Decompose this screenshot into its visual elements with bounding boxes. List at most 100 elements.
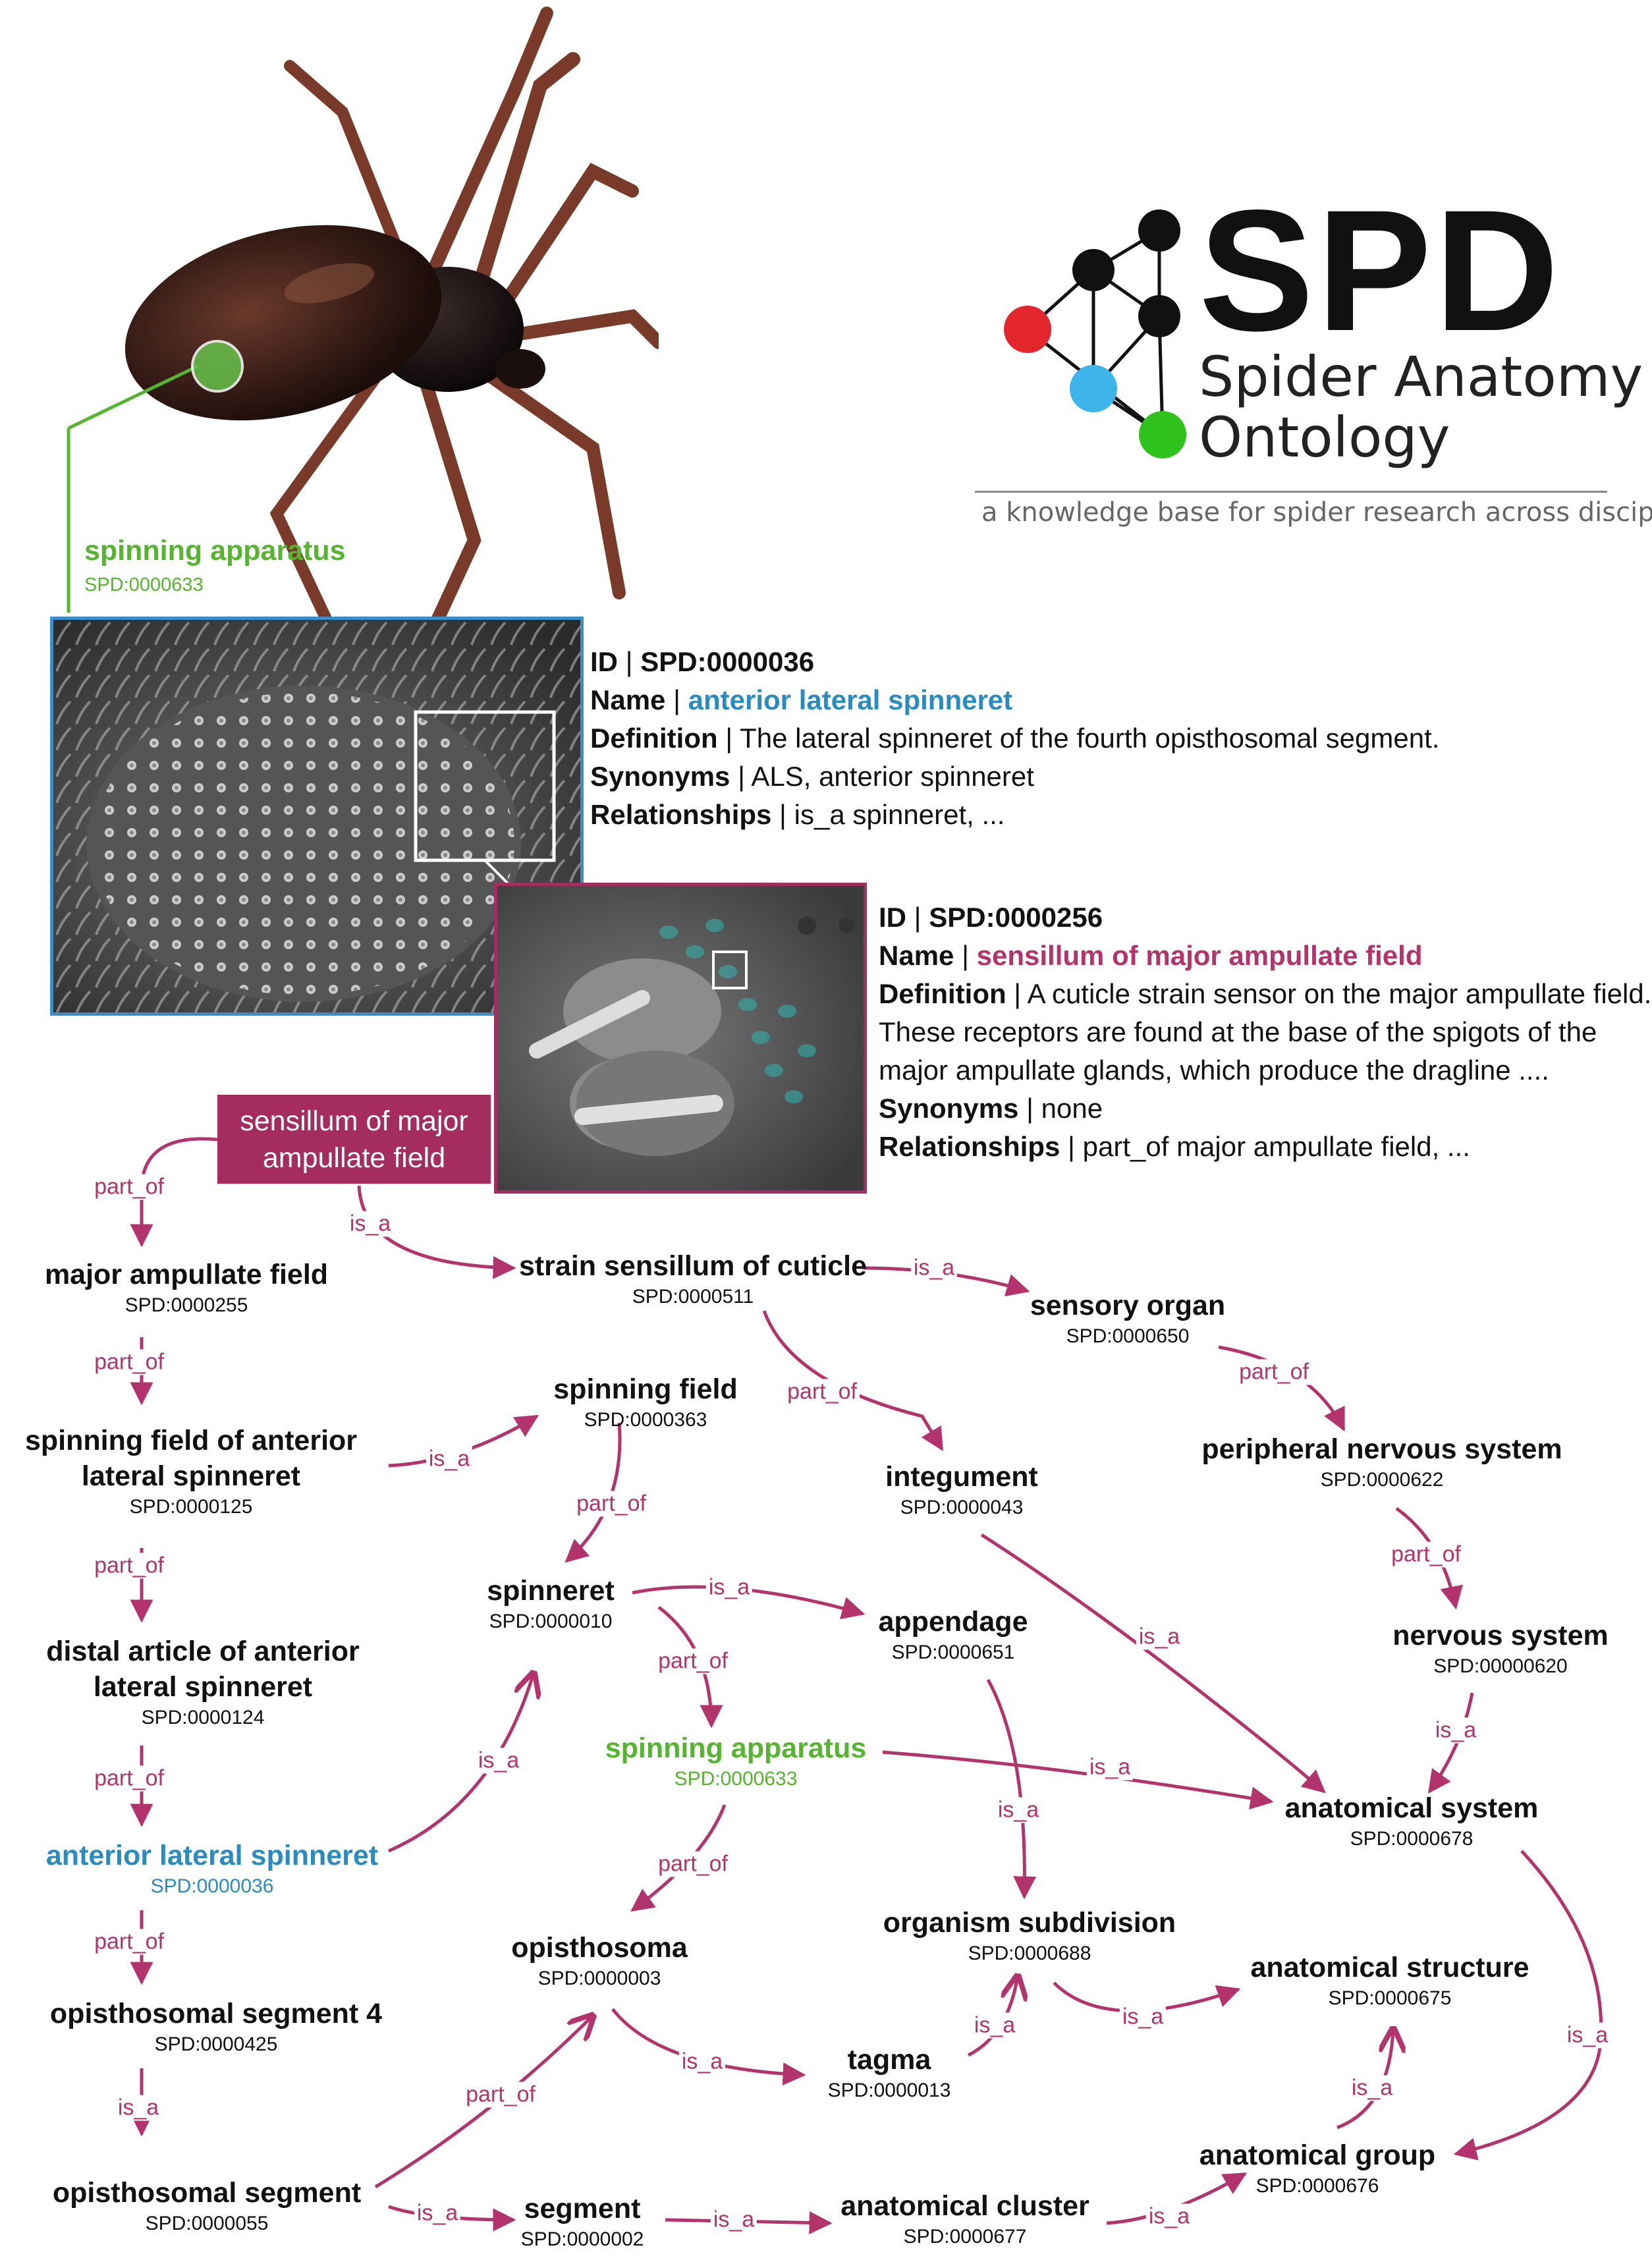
node-tagma[interactable]: tagma SPD:0000013 bbox=[828, 2042, 951, 2104]
edge-sensillum-strain bbox=[357, 1185, 516, 1279]
info2-synonyms-label: Synonyms bbox=[879, 1093, 1019, 1124]
node-name: peripheral nervous system bbox=[1201, 1433, 1562, 1465]
rel-label-is-a: is_a bbox=[995, 1797, 1042, 1823]
node-name: anterior lateral spinneret bbox=[45, 1840, 379, 1871]
rel-label-is-a: is_a bbox=[414, 2200, 461, 2226]
rel-label-is-a: is_a bbox=[1136, 1624, 1183, 1650]
node-id: SPD:0000003 bbox=[537, 1968, 661, 1989]
node-anatomical-cluster[interactable]: anatomical cluster SPD:0000677 bbox=[840, 2188, 1089, 2250]
edge-als-spinneret bbox=[387, 1673, 534, 1853]
node-id: SPD:0000363 bbox=[584, 1409, 707, 1431]
node-id: SPD:0000043 bbox=[900, 1497, 1024, 1518]
node-id: SPD:0000678 bbox=[1350, 1828, 1473, 1850]
node-name-line2: lateral spinneret bbox=[93, 1671, 313, 1703]
node-spinning-field[interactable]: spinning field SPD:0000363 bbox=[553, 1371, 737, 1433]
rel-label-part-of: part_of bbox=[785, 1379, 860, 1405]
info1-definition-value: The lateral spinneret of the fourth opis… bbox=[740, 723, 1440, 754]
node-id: SPD:0000676 bbox=[1255, 2175, 1379, 2197]
node-name: tagma bbox=[847, 2044, 931, 2076]
node-spinneret[interactable]: spinneret SPD:0000010 bbox=[487, 1573, 615, 1635]
logo-tagline: a knowledge base for spider research acr… bbox=[981, 497, 1652, 528]
logo-title: SPD bbox=[1199, 174, 1562, 367]
edge-strain-integument bbox=[762, 1310, 944, 1452]
node-name: nervous system bbox=[1392, 1620, 1609, 1651]
node-distal-article-als[interactable]: distal article of anterior lateral spinn… bbox=[46, 1634, 360, 1731]
info1-id-value: SPD:0000036 bbox=[640, 646, 815, 677]
node-id: SPD:0000002 bbox=[520, 2228, 644, 2250]
logo-divider bbox=[975, 491, 1607, 493]
node-name: anatomical system bbox=[1284, 1792, 1539, 1824]
node-anterior-lateral-spinneret[interactable]: anterior lateral spinneret SPD:0000036 bbox=[46, 1838, 378, 1900]
node-id: SPD:00000620 bbox=[1433, 1655, 1568, 1677]
node-id: SPD:0000677 bbox=[903, 2226, 1027, 2248]
info2-synonyms-value: none bbox=[1041, 1093, 1103, 1124]
node-name: anatomical structure bbox=[1250, 1952, 1529, 1983]
rel-label-is-a: is_a bbox=[1119, 2004, 1167, 2030]
node-id: SPD:0000013 bbox=[827, 2080, 951, 2101]
rel-label-is-a: is_a bbox=[115, 2095, 162, 2121]
node-anatomical-system[interactable]: anatomical system SPD:0000678 bbox=[1285, 1790, 1539, 1852]
info2-definition-line2: These receptors are found at the base of… bbox=[879, 1016, 1597, 1047]
node-opisthosomal-segment[interactable]: opisthosomal segment SPD:0000055 bbox=[53, 2175, 361, 2237]
node-id: SPD:0000633 bbox=[674, 1768, 798, 1790]
callout-connector bbox=[67, 340, 244, 613]
info2-definition-label: Definition bbox=[879, 978, 1006, 1009]
node-id: SPD:0000036 bbox=[150, 1875, 274, 1897]
rel-label-part-of: part_of bbox=[463, 2082, 538, 2108]
info1-relationships-label: Relationships bbox=[590, 799, 772, 830]
rel-label-part-of: part_of bbox=[92, 1174, 167, 1200]
node-major-ampullate-field[interactable]: major ampullate field SPD:0000255 bbox=[45, 1257, 328, 1319]
rel-label-is-a: is_a bbox=[705, 1574, 753, 1601]
node-name: strain sensillum of cuticle bbox=[518, 1250, 867, 1282]
rel-label-is-a: is_a bbox=[678, 2049, 726, 2075]
node-anatomical-structure[interactable]: anatomical structure SPD:0000675 bbox=[1251, 1950, 1529, 2012]
sem-image-sensillum bbox=[494, 883, 867, 1194]
node-name: organism subdivision bbox=[883, 1907, 1176, 1939]
node-anatomical-group[interactable]: anatomical group SPD:0000676 bbox=[1199, 2138, 1435, 2199]
node-peripheral-nervous-system[interactable]: peripheral nervous system SPD:0000622 bbox=[1201, 1431, 1562, 1493]
node-integument[interactable]: integument SPD:0000043 bbox=[885, 1459, 1038, 1521]
rel-label-is-a: is_a bbox=[971, 2012, 1018, 2039]
node-sensory-organ[interactable]: sensory organ SPD:0000650 bbox=[1030, 1288, 1225, 1350]
logo-subtitle-line2: Ontology bbox=[1199, 405, 1450, 470]
rel-label-is-a: is_a bbox=[1086, 1754, 1134, 1780]
rel-label-part-of: part_of bbox=[92, 1765, 167, 1792]
info1-id-label: ID bbox=[590, 646, 618, 677]
node-spinning-field-als[interactable]: spinning field of anterior lateral spinn… bbox=[25, 1423, 357, 1520]
node-nervous-system[interactable]: nervous system SPD:00000620 bbox=[1392, 1618, 1608, 1680]
node-name: major ampullate field bbox=[44, 1259, 329, 1290]
info2-id-value: SPD:0000256 bbox=[929, 902, 1103, 933]
info-box-als: ID | SPD:0000036 Name | anterior lateral… bbox=[590, 646, 1440, 830]
node-opisthosomal-segment-4[interactable]: opisthosomal segment 4 SPD:0000425 bbox=[50, 1996, 382, 2058]
node-id: SPD:0000055 bbox=[145, 2213, 269, 2234]
edge-os-opisthosoma bbox=[374, 2016, 593, 2189]
rel-label-part-of: part_of bbox=[1236, 1359, 1311, 1385]
info1-synonyms-value: ALS, anterior spinneret bbox=[751, 761, 1034, 792]
edge-nervous-anatomical-system bbox=[1427, 1692, 1474, 1794]
node-opisthosoma[interactable]: opisthosoma SPD:0000003 bbox=[511, 1930, 688, 1992]
node-strain-sensillum[interactable]: strain sensillum of cuticle SPD:0000511 bbox=[519, 1248, 867, 1310]
rel-label-part-of: part_of bbox=[655, 1648, 730, 1674]
info-box-sensillum: ID | SPD:0000256 Name | sensillum of maj… bbox=[879, 902, 1652, 1162]
info2-name-label: Name bbox=[879, 940, 954, 971]
rel-label-is-a: is_a bbox=[475, 1748, 522, 1774]
node-id: SPD:0000651 bbox=[891, 1641, 1015, 1663]
rel-label-is-a: is_a bbox=[1348, 2075, 1396, 2101]
rel-label-is-a: is_a bbox=[910, 1255, 958, 1281]
node-name: spinneret bbox=[487, 1575, 615, 1607]
callout-label: spinning apparatus bbox=[84, 535, 346, 566]
rel-label-is-a: is_a bbox=[1432, 1717, 1479, 1744]
node-appendage[interactable]: appendage SPD:0000651 bbox=[879, 1604, 1028, 1666]
node-spinning-apparatus[interactable]: spinning apparatus SPD:0000633 bbox=[605, 1730, 867, 1792]
info1-definition-label: Definition bbox=[590, 723, 718, 754]
node-id: SPD:0000255 bbox=[124, 1294, 248, 1316]
node-organism-subdivision[interactable]: organism subdivision SPD:0000688 bbox=[883, 1905, 1176, 1967]
info2-definition-line1: A cuticle strain sensor on the major amp… bbox=[1027, 978, 1652, 1009]
rel-label-is-a: is_a bbox=[426, 1446, 473, 1472]
info1-name-label: Name bbox=[590, 684, 666, 715]
node-name: opisthosoma bbox=[511, 1932, 688, 1964]
info1-synonyms-label: Synonyms bbox=[590, 761, 730, 792]
node-segment[interactable]: segment SPD:0000002 bbox=[521, 2191, 644, 2253]
node-name: sensory organ bbox=[1030, 1290, 1226, 1321]
